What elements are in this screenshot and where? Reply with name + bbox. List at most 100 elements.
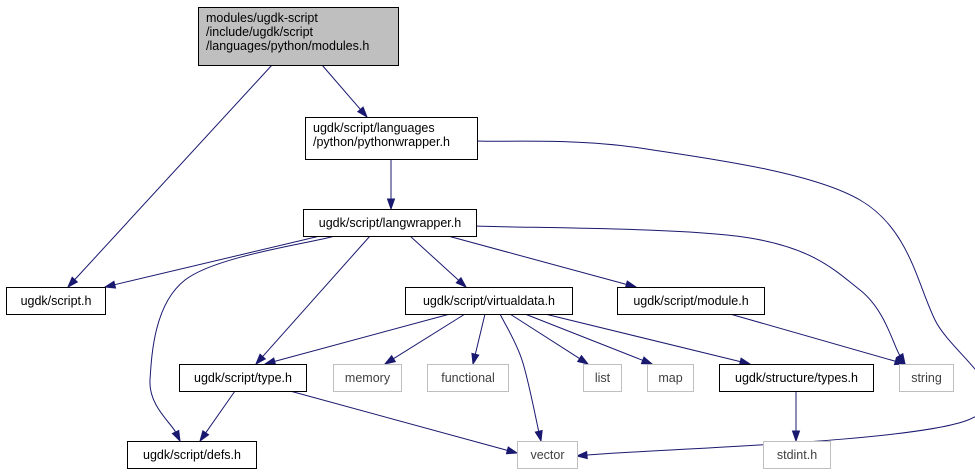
node-list: list <box>583 364 622 392</box>
node-box <box>719 364 874 392</box>
edge-virtualdata_h-to-type_h <box>263 313 451 366</box>
node-box <box>427 364 509 392</box>
edge-line <box>729 313 896 362</box>
node-label-line: map <box>658 371 682 385</box>
node-label-line: ugdk/script/virtualdata.h <box>423 294 555 308</box>
edge-line <box>474 313 486 355</box>
node-langwrapper-h[interactable]: ugdk/script/langwrapper.h <box>303 209 477 237</box>
edge-line <box>499 313 540 432</box>
edge-virtualdata_h-to-memory <box>383 313 466 365</box>
nodes-layer: modules/ugdk-script/include/ugdk/script/… <box>6 7 954 469</box>
node-vector: vector <box>517 441 578 469</box>
edge-line <box>476 140 975 456</box>
edge-line <box>475 225 901 356</box>
node-box <box>305 117 478 160</box>
edge-langwrapper_h-to-module_h <box>447 235 638 289</box>
edge-virtualdata_h-to-functional <box>471 313 486 366</box>
arrowhead-icon <box>199 429 210 443</box>
arrowhead-icon <box>383 354 397 365</box>
edge-modules_h-to-script_h <box>66 64 273 289</box>
node-box <box>405 287 573 315</box>
node-functional: functional <box>427 364 509 392</box>
edge-modules_h-to-pythonwrapper_h <box>321 64 368 119</box>
arrowhead-icon <box>575 450 588 460</box>
edge-line <box>205 390 236 434</box>
node-defs-h[interactable]: ugdk/script/defs.h <box>127 441 257 469</box>
node-box <box>198 7 399 66</box>
node-label-line: functional <box>441 371 495 385</box>
arrowhead-icon <box>471 352 480 366</box>
arrowhead-icon <box>263 357 277 366</box>
node-label-line: ugdk/script/langwrapper.h <box>319 216 461 230</box>
node-label-line: memory <box>345 371 391 385</box>
node-label-line: modules/ugdk-script <box>206 11 318 25</box>
arrowhead-icon <box>534 429 543 443</box>
node-stdint-h: stdint.h <box>763 441 831 469</box>
edge-langwrapper_h-to-string <box>475 225 906 366</box>
node-string: string <box>899 364 954 392</box>
edge-line <box>149 235 336 433</box>
node-pythonwrapper-h[interactable]: ugdk/script/languages/python/pythonwrapp… <box>305 117 478 160</box>
arrowhead-icon <box>624 280 638 289</box>
node-label-line: ugdk/structure/types.h <box>735 371 858 385</box>
node-module-h[interactable]: ugdk/script/module.h <box>617 287 765 315</box>
node-memory: memory <box>333 364 402 392</box>
edge-pythonwrapper_h-to-langwrapper_h <box>386 159 396 211</box>
edge-line <box>509 313 580 360</box>
edge-langwrapper_h-to-script_h <box>103 235 321 289</box>
node-label-line: /include/ugdk/script <box>206 25 314 39</box>
edge-line <box>544 313 741 363</box>
node-label-line: ugdk/script.h <box>21 294 92 308</box>
edge-pythonwrapper_h-to-vector <box>476 140 975 460</box>
edge-line <box>262 235 371 357</box>
edge-type_h-to-defs_h <box>199 390 236 443</box>
node-box <box>899 364 954 392</box>
node-label-line: vector <box>530 448 564 462</box>
edges-layer <box>66 64 975 460</box>
node-map: map <box>647 364 694 392</box>
node-box <box>333 364 402 392</box>
edge-line <box>289 390 508 451</box>
edge-langwrapper_h-to-type_h <box>254 235 371 366</box>
arrowhead-icon <box>171 429 181 443</box>
node-label-line: ugdk/script/languages <box>313 121 435 135</box>
arrowhead-icon <box>356 106 368 119</box>
arrowhead-icon <box>386 198 396 211</box>
edge-types_h-to-stdint_h <box>791 391 801 443</box>
node-box <box>517 441 578 469</box>
edge-virtualdata_h-to-types_h <box>544 313 752 366</box>
arrowhead-icon <box>576 354 590 365</box>
node-box <box>179 364 307 392</box>
node-script-h[interactable]: ugdk/script.h <box>6 287 106 315</box>
node-box <box>303 209 477 237</box>
arrowhead-icon <box>66 276 79 289</box>
node-label-line: ugdk/script/defs.h <box>143 448 241 462</box>
edge-virtualdata_h-to-vector <box>499 313 543 443</box>
edge-type_h-to-vector <box>289 390 519 455</box>
edge-line <box>274 313 451 362</box>
arrowhead-icon <box>791 430 801 443</box>
edge-module_h-to-string <box>729 313 907 366</box>
node-box <box>127 441 257 469</box>
edge-langwrapper_h-to-defs_h <box>149 235 336 443</box>
node-box <box>763 441 831 469</box>
edge-line <box>447 235 627 285</box>
node-label-line: /languages/python/modules.h <box>206 39 369 53</box>
node-label-line: string <box>911 371 942 385</box>
arrowhead-icon <box>505 446 519 455</box>
edge-virtualdata_h-to-list <box>509 313 590 365</box>
node-virtualdata-h[interactable]: ugdk/script/virtualdata.h <box>405 287 573 315</box>
arrowhead-icon <box>254 353 267 366</box>
arrowhead-icon <box>103 280 117 289</box>
edge-line <box>409 235 459 281</box>
edge-line <box>321 64 361 110</box>
edge-line <box>393 313 466 360</box>
node-types-h[interactable]: ugdk/structure/types.h <box>719 364 874 392</box>
node-label-line: /python/pythonwrapper.h <box>313 135 450 149</box>
node-modules-h[interactable]: modules/ugdk-script/include/ugdk/script/… <box>198 7 399 66</box>
edge-line <box>524 313 643 361</box>
edge-virtualdata_h-to-map <box>524 313 654 365</box>
node-type-h[interactable]: ugdk/script/type.h <box>179 364 307 392</box>
edge-langwrapper_h-to-virtualdata_h <box>409 235 468 289</box>
